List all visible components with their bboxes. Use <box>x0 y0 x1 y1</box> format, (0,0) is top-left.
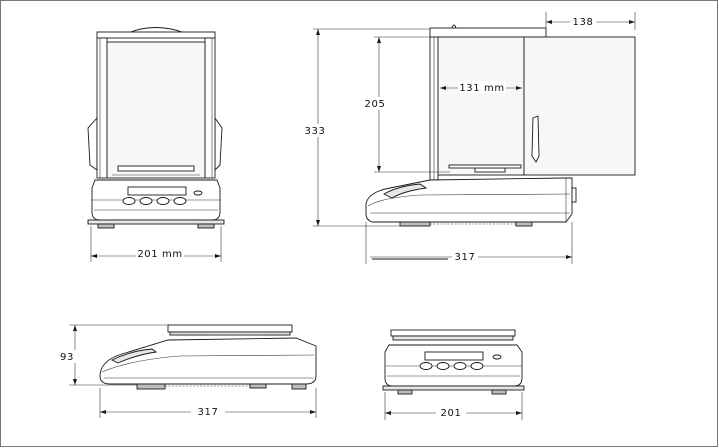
lower-side-pan-rim <box>169 331 291 336</box>
side-depth-dimension: 317 <box>365 222 573 264</box>
side-glass-chamber <box>437 36 525 176</box>
key-2 <box>139 197 153 205</box>
door-offset-label: 138 <box>573 17 594 28</box>
chamber-height-label: 205 <box>365 99 386 110</box>
lower-side-foot-mid <box>249 383 267 389</box>
lower-front-key-4 <box>470 362 484 370</box>
right-pillar <box>204 37 216 179</box>
lower-side-depth-dimension: 317 <box>99 388 317 418</box>
chamber-height-dimension: 205 <box>362 36 450 173</box>
side-foot-front <box>399 221 431 227</box>
lower-side-pan <box>167 324 293 333</box>
total-height-dimension: 333 <box>304 28 430 227</box>
lower-front-view <box>382 329 525 395</box>
display-window <box>127 186 187 196</box>
lower-front-display <box>424 351 484 361</box>
side-body <box>365 177 573 223</box>
front-width-dimension: 201 mm <box>90 226 222 262</box>
lower-side-height-label: 93 <box>60 352 74 363</box>
side-view-draft-shield <box>365 24 636 227</box>
lower-front-width-dimension: 201 <box>384 392 523 420</box>
lower-front-pan-rim <box>392 335 514 341</box>
left-side-wing <box>87 116 98 171</box>
side-top-cap <box>429 27 547 38</box>
lower-side-body <box>99 337 317 385</box>
door-handle <box>531 115 540 163</box>
total-height-label: 333 <box>305 126 326 137</box>
front-foot-left <box>97 223 115 229</box>
front-view-draft-shield <box>87 27 225 229</box>
lower-front-key-1 <box>419 362 433 370</box>
lower-front-key-2 <box>436 362 450 370</box>
side-pan-support <box>448 164 522 169</box>
weighing-pan <box>117 165 195 172</box>
key-1 <box>122 197 136 205</box>
rear-connector <box>571 187 577 203</box>
lower-front-base <box>382 385 525 391</box>
lower-side-depth-label: 317 <box>198 407 219 418</box>
top-knob <box>451 24 457 29</box>
lower-front-foot-right <box>491 389 507 395</box>
lower-front-indicator <box>492 354 502 360</box>
side-foot-rear <box>515 221 533 227</box>
key-3 <box>156 197 170 205</box>
side-depth-label: 317 <box>455 252 476 263</box>
lower-side-height-dimension: 93 <box>58 324 168 386</box>
lower-front-pan <box>390 329 516 337</box>
lower-side-view <box>99 324 317 390</box>
indicator-light <box>193 190 203 196</box>
lower-side-foot-rear <box>291 383 307 390</box>
lower-side-foot-front <box>136 383 166 390</box>
front-width-label: 201 mm <box>137 249 182 260</box>
right-side-wing <box>214 116 223 172</box>
side-pan <box>474 167 506 173</box>
key-4 <box>173 197 187 205</box>
door-offset-dimension: 138 <box>545 12 636 30</box>
front-glass <box>106 41 206 179</box>
base-plate <box>87 219 225 225</box>
lower-front-key-3 <box>453 362 467 370</box>
lower-front-width-label: 201 <box>441 408 462 419</box>
sliding-door-open <box>523 36 636 176</box>
left-pillar <box>96 37 108 179</box>
chamber-depth-label: 131 mm <box>459 83 504 94</box>
lower-front-body <box>384 344 523 387</box>
chamber-depth-dimension: 131 mm <box>440 81 522 94</box>
lower-side-keypad <box>110 348 158 364</box>
lower-front-foot-left <box>397 389 413 395</box>
front-foot-right <box>197 223 215 229</box>
top-rail <box>96 31 216 39</box>
side-keypad <box>383 183 428 199</box>
